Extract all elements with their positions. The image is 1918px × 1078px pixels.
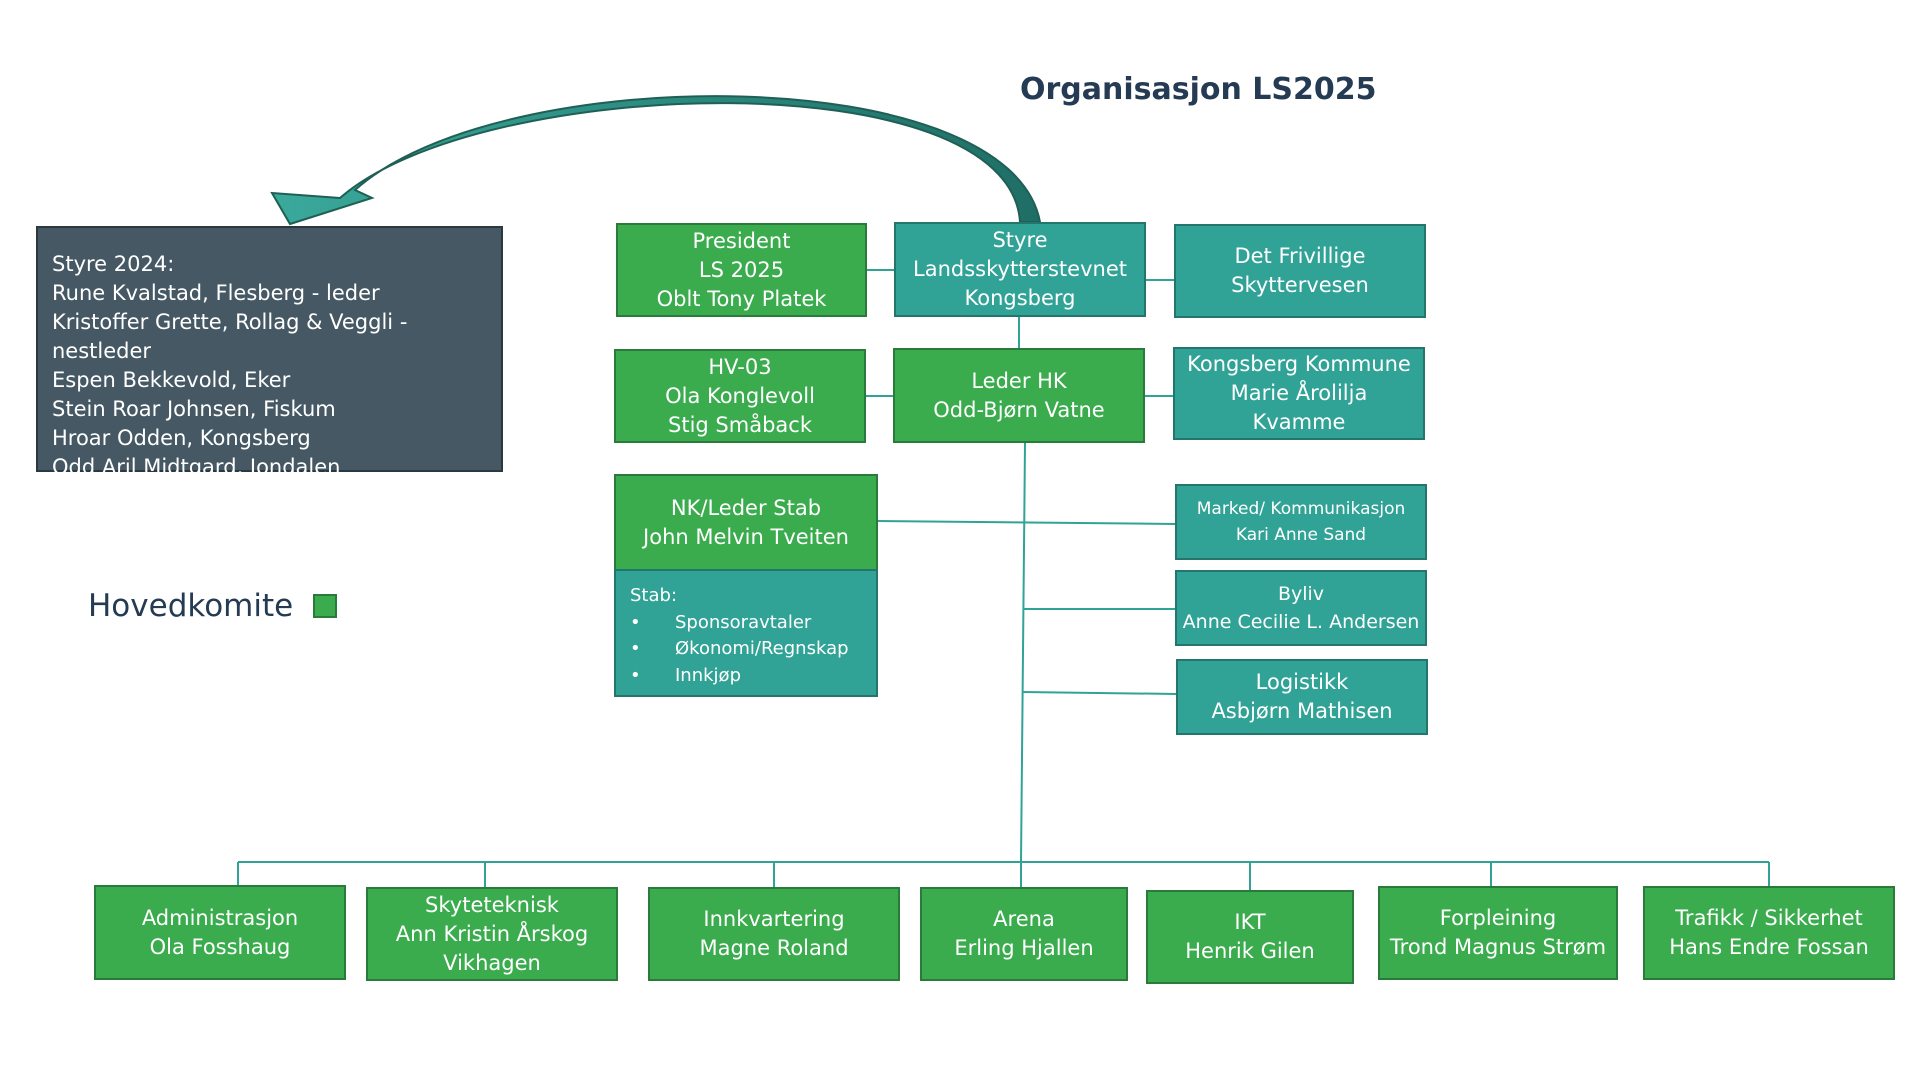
box-line: Anne Cecilie L. Andersen (1182, 611, 1420, 633)
box-line: LS 2025 (698, 257, 785, 282)
kongsberg-kommune-box: Kongsberg Kommune Marie Årolilja Kvamme (1173, 347, 1425, 440)
stab-item: Sponsoravtaler (630, 610, 849, 637)
ikt-box: IKT Henrik Gilen (1146, 890, 1354, 984)
box-line: Marked/ Kommunikasjon (1196, 499, 1406, 519)
box-line: Trond Magnus Strøm (1389, 935, 1607, 959)
stab-item: Økonomi/Regnskap (630, 636, 849, 663)
forpleining-box: Forpleining Trond Magnus Strøm (1378, 886, 1618, 980)
nk-leder-stab-box: NK/Leder Stab John Melvin Tveiten (614, 474, 878, 571)
legend: Hovedkomite (88, 588, 338, 624)
styre-box: Styre Landsskytterstevnet Kongsberg (894, 222, 1146, 317)
box-line: Skyteteknisk (425, 892, 559, 917)
box-line: Styre (992, 228, 1048, 252)
box-line: IKT (1234, 910, 1266, 934)
box-line: Asbjørn Mathisen (1211, 699, 1393, 723)
box-line: Ola Fosshaug (149, 934, 291, 959)
box-line: Kongsberg Kommune (1187, 352, 1411, 376)
trafikk-sikkerhet-box: Trafikk / Sikkerhet Hans Endre Fossan (1643, 886, 1895, 980)
logistikk-box: Logistikk Asbjørn Mathisen (1176, 659, 1428, 735)
box-line: Administrasjon (141, 905, 299, 930)
box-line: Arena (993, 907, 1055, 931)
curved-arrow-icon (270, 95, 1042, 226)
box-line: Erling Hjallen (954, 936, 1094, 960)
box-line: Magne Roland (699, 936, 849, 960)
box-line: Skyttervesen (1231, 273, 1369, 297)
box-line: Forpleining (1439, 906, 1557, 930)
arena-box: Arena Erling Hjallen (920, 887, 1128, 981)
page-title: Organisasjon LS2025 (1020, 72, 1377, 107)
styre-2024-heading: Styre 2024: (52, 252, 175, 276)
box-line: Logistikk (1255, 670, 1349, 694)
box-line: Ann Kristin Årskog (395, 921, 589, 946)
box-line: Kvamme (1252, 410, 1346, 434)
styre-2024-member: Espen Bekkevold, Eker (52, 368, 291, 392)
box-line: Landsskytterstevnet (913, 257, 1127, 281)
box-line: Odd-Bjørn Vatne (933, 397, 1105, 422)
box-line: Oblt Tony Platek (656, 286, 827, 311)
stab-item: Innkjøp (630, 663, 849, 690)
legend-label: Hovedkomite (88, 588, 294, 624)
box-line: HV-03 (708, 354, 772, 379)
stab-box: Stab: Sponsoravtaler Økonomi/Regnskap In… (614, 569, 878, 697)
box-line: NK/Leder Stab (670, 495, 822, 520)
skyteteknisk-box: Skyteteknisk Ann Kristin Årskog Vikhagen (366, 887, 618, 981)
box-line: Ola Konglevoll (665, 383, 815, 408)
leder-hk-box: Leder HK Odd-Bjørn Vatne (893, 348, 1145, 443)
box-line: Leder HK (971, 368, 1067, 393)
styre-2024-member: Stein Roar Johnsen, Fiskum (52, 397, 336, 421)
hv03-box: HV-03 Ola Konglevoll Stig Småback (614, 349, 866, 443)
marked-kommunikasjon-box: Marked/ Kommunikasjon Kari Anne Sand (1175, 484, 1427, 560)
byliv-box: Byliv Anne Cecilie L. Andersen (1175, 570, 1427, 646)
president-box: President LS 2025 Oblt Tony Platek (616, 223, 867, 317)
box-line: Det Frivillige (1234, 244, 1366, 268)
box-line: Innkvartering (703, 907, 845, 931)
stab-heading: Stab: (630, 585, 678, 606)
box-line: Vikhagen (443, 950, 541, 975)
det-frivillige-skyttervesen-box: Det Frivillige Skyttervesen (1174, 224, 1426, 318)
administrasjon-box: Administrasjon Ola Fosshaug (94, 885, 346, 980)
styre-2024-member: Odd Aril Midtgard, Jondalen (52, 455, 341, 479)
box-line: Trafikk / Sikkerhet (1675, 906, 1863, 930)
styre-2024-box: Styre 2024: Rune Kvalstad, Flesberg - le… (36, 226, 503, 479)
box-line: Kongsberg (964, 286, 1076, 310)
box-line: Hans Endre Fossan (1669, 935, 1869, 959)
box-line: John Melvin Tveiten (643, 524, 849, 549)
box-line: Henrik Gilen (1185, 939, 1315, 963)
styre-2024-member: Kristoffer Grette, Rollag & Veggli - nes… (52, 310, 408, 363)
box-line: Byliv (1277, 583, 1325, 605)
stab-list: Sponsoravtaler Økonomi/Regnskap Innkjøp (630, 610, 849, 690)
styre-2024-member: Hroar Odden, Kongsberg (52, 426, 311, 450)
styre-2024-member: Rune Kvalstad, Flesberg - leder (52, 281, 380, 305)
box-line: Marie Årolilja (1230, 381, 1368, 405)
box-line: Stig Småback (668, 412, 812, 437)
legend-swatch (313, 594, 338, 618)
box-line: Kari Anne Sand (1235, 525, 1367, 545)
innkvartering-box: Innkvartering Magne Roland (648, 887, 900, 981)
box-line: President (692, 228, 791, 253)
